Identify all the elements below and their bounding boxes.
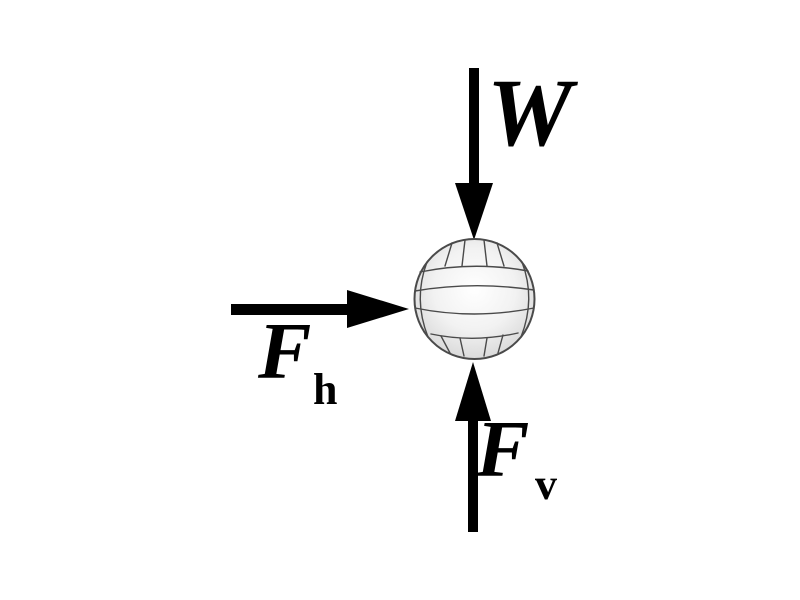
- seam-bottom-2: [459, 337, 465, 357]
- seam-bottom-3: [483, 337, 488, 357]
- seam-right-arc: [520, 261, 530, 338]
- weight-label: W: [487, 59, 573, 166]
- weight-arrowhead-icon: [455, 183, 493, 240]
- seam-latitude-3: [414, 307, 535, 315]
- horizontal-force-arrow: [231, 290, 409, 328]
- vertical-force-subscript: v: [535, 460, 557, 509]
- vertical-force-arrow-shaft: [468, 419, 478, 532]
- seam-latitude-1: [419, 265, 529, 273]
- seam-top-1: [444, 242, 453, 267]
- weight-arrow: [455, 68, 493, 240]
- seam-latitude-2: [414, 285, 535, 292]
- seam-bottom-4: [497, 334, 504, 354]
- weight-arrow-shaft: [469, 68, 479, 185]
- seam-top-4: [496, 242, 505, 267]
- horizontal-force-arrow-shaft: [231, 304, 349, 315]
- seam-latitude-4: [430, 332, 519, 339]
- vertical-force-label: F: [476, 406, 530, 494]
- seam-left-arc: [419, 261, 429, 338]
- vertical-force-arrowhead-icon: [455, 362, 491, 421]
- volleyball-outline: [413, 238, 536, 360]
- horizontal-force-arrowhead-icon: [347, 290, 409, 328]
- seam-top-3: [483, 239, 488, 267]
- vertical-force-arrow: [455, 362, 491, 532]
- seam-bottom-1: [440, 335, 451, 354]
- volleyball-seams: [414, 239, 535, 357]
- volleyball-icon: [413, 238, 536, 360]
- horizontal-force-subscript: h: [313, 365, 338, 414]
- seam-top-2: [461, 239, 466, 267]
- horizontal-force-label: F: [258, 308, 312, 396]
